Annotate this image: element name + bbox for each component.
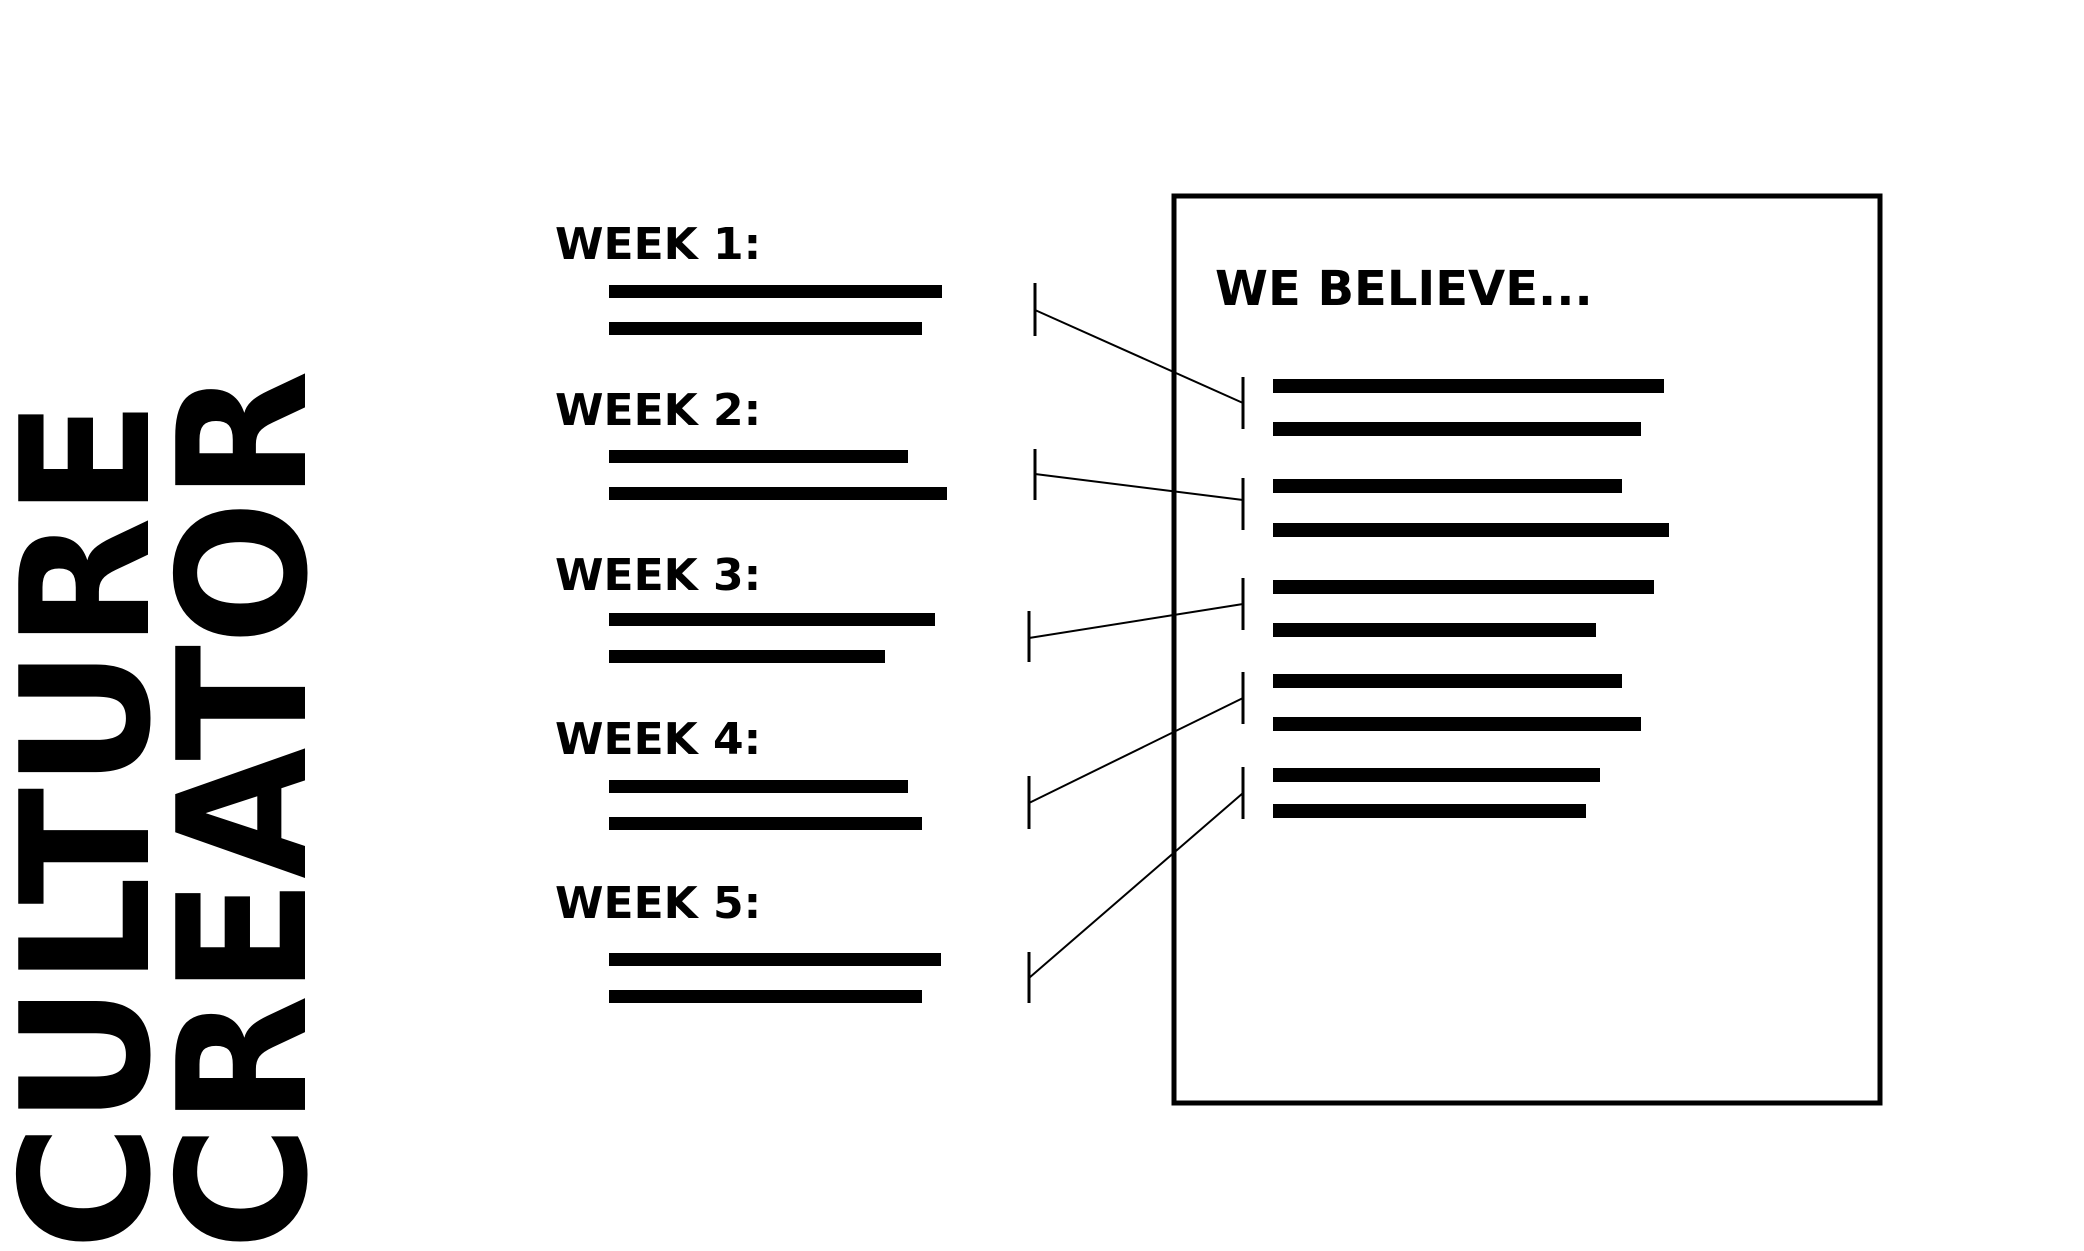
- we-believe-heading: WE BELIEVE...: [1215, 261, 1593, 317]
- week-list: WEEK 1: WEEK 2: WEEK 3: WEEK 4: WEEK 5:: [555, 219, 761, 929]
- belief-2-text-bar-2: [1273, 523, 1669, 537]
- connector-week-3: [1028, 603, 1244, 639]
- week-1-text-bar-1: [609, 285, 942, 298]
- week-2-text-bar-2: [609, 487, 947, 500]
- connector-week-1: [1034, 309, 1244, 404]
- week-3-text-bar-1: [609, 613, 935, 626]
- week-4-text-bar-2: [609, 817, 922, 830]
- belief-5-text-bar-2: [1273, 804, 1586, 818]
- vertical-title: CULTURE CREATOR: [0, 370, 347, 1250]
- connector-week-4: [1028, 697, 1244, 804]
- week-3-text-bar-2: [609, 650, 885, 663]
- week-1-text-bar-2: [609, 322, 922, 335]
- belief-2-text-bar-1: [1273, 479, 1622, 493]
- belief-1-text-bar-1: [1273, 379, 1664, 393]
- belief-3-text-bar-2: [1273, 623, 1596, 637]
- week-4-text-bar-1: [609, 780, 908, 793]
- week-text-bars: [609, 285, 947, 1003]
- title-line-creator: CREATOR: [140, 370, 347, 1250]
- connector-week-2: [1034, 473, 1244, 501]
- week-4-label: WEEK 4:: [555, 714, 761, 765]
- week-ticks: [1027, 283, 1037, 1003]
- connector-week-5: [1028, 792, 1244, 979]
- week-1-label: WEEK 1:: [555, 219, 761, 270]
- belief-4-text-bar-1: [1273, 674, 1622, 688]
- belief-4-text-bar-2: [1273, 717, 1641, 731]
- belief-1-text-bar-2: [1273, 422, 1641, 436]
- week-5-text-bar-1: [609, 953, 941, 966]
- week-5-label: WEEK 5:: [555, 878, 761, 929]
- title-line-culture: CULTURE: [0, 400, 190, 1250]
- connector-lines: [1028, 309, 1244, 979]
- week-5-text-bar-2: [609, 990, 922, 1003]
- belief-3-text-bar-1: [1273, 580, 1654, 594]
- week-2-label: WEEK 2:: [555, 385, 761, 436]
- document-frame: [1171, 193, 1883, 1106]
- week-3-label: WEEK 3:: [555, 550, 761, 601]
- belief-5-text-bar-1: [1273, 768, 1600, 782]
- document-text-bars: [1273, 379, 1669, 818]
- week-2-text-bar-1: [609, 450, 908, 463]
